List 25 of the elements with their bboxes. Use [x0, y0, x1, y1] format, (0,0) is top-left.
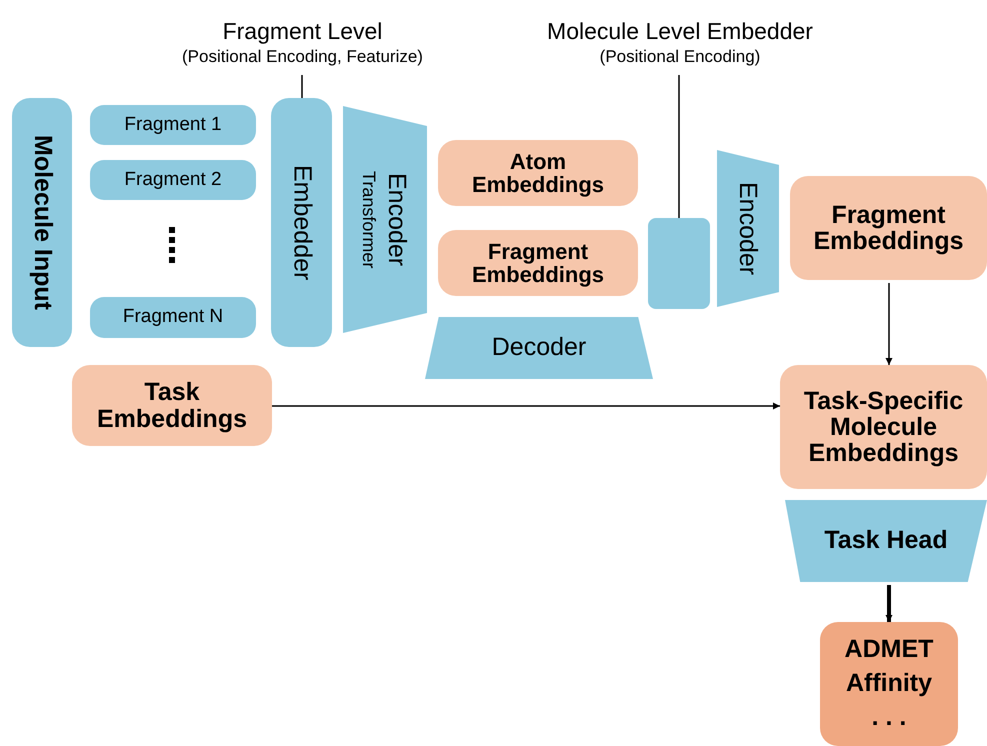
annotation-title: Molecule Level Embedder — [547, 17, 813, 45]
fragment-box: Fragment 1 — [90, 105, 256, 145]
embedder-block: Embedder — [271, 98, 332, 347]
embedding-box: Fragment Embeddings — [790, 176, 987, 280]
embedding-box: Atom Embeddings — [438, 140, 638, 206]
annotation-subtitle: (Positional Encoding) — [600, 46, 760, 68]
input-block: Molecule Input — [12, 98, 72, 347]
arrow — [886, 585, 892, 622]
encoder-trapezoid: Encoder Transformer — [343, 106, 427, 333]
output-box: ADMET Affinity . . . — [820, 622, 958, 746]
embedding-box: Task Embeddings — [72, 365, 272, 446]
leader-line — [678, 75, 680, 218]
embedder-block — [648, 218, 710, 309]
task-head-trapezoid: Task Head — [785, 500, 987, 582]
encoder-trapezoid: Encoder — [717, 150, 779, 307]
arrow — [886, 283, 892, 365]
embedding-box: Task-Specific Molecule Embeddings — [780, 365, 987, 489]
annotation-title: Fragment Level — [222, 17, 382, 45]
embedding-box: Fragment Embeddings — [438, 230, 638, 296]
arrow — [272, 402, 780, 410]
annotation-subtitle: (Positional Encoding, Featurize) — [182, 46, 423, 68]
decoder-trapezoid: Decoder — [425, 317, 653, 379]
fragment-box: Fragment 2 — [90, 160, 256, 200]
fragment-box: Fragment N — [90, 297, 256, 338]
leader-line — [301, 75, 303, 98]
